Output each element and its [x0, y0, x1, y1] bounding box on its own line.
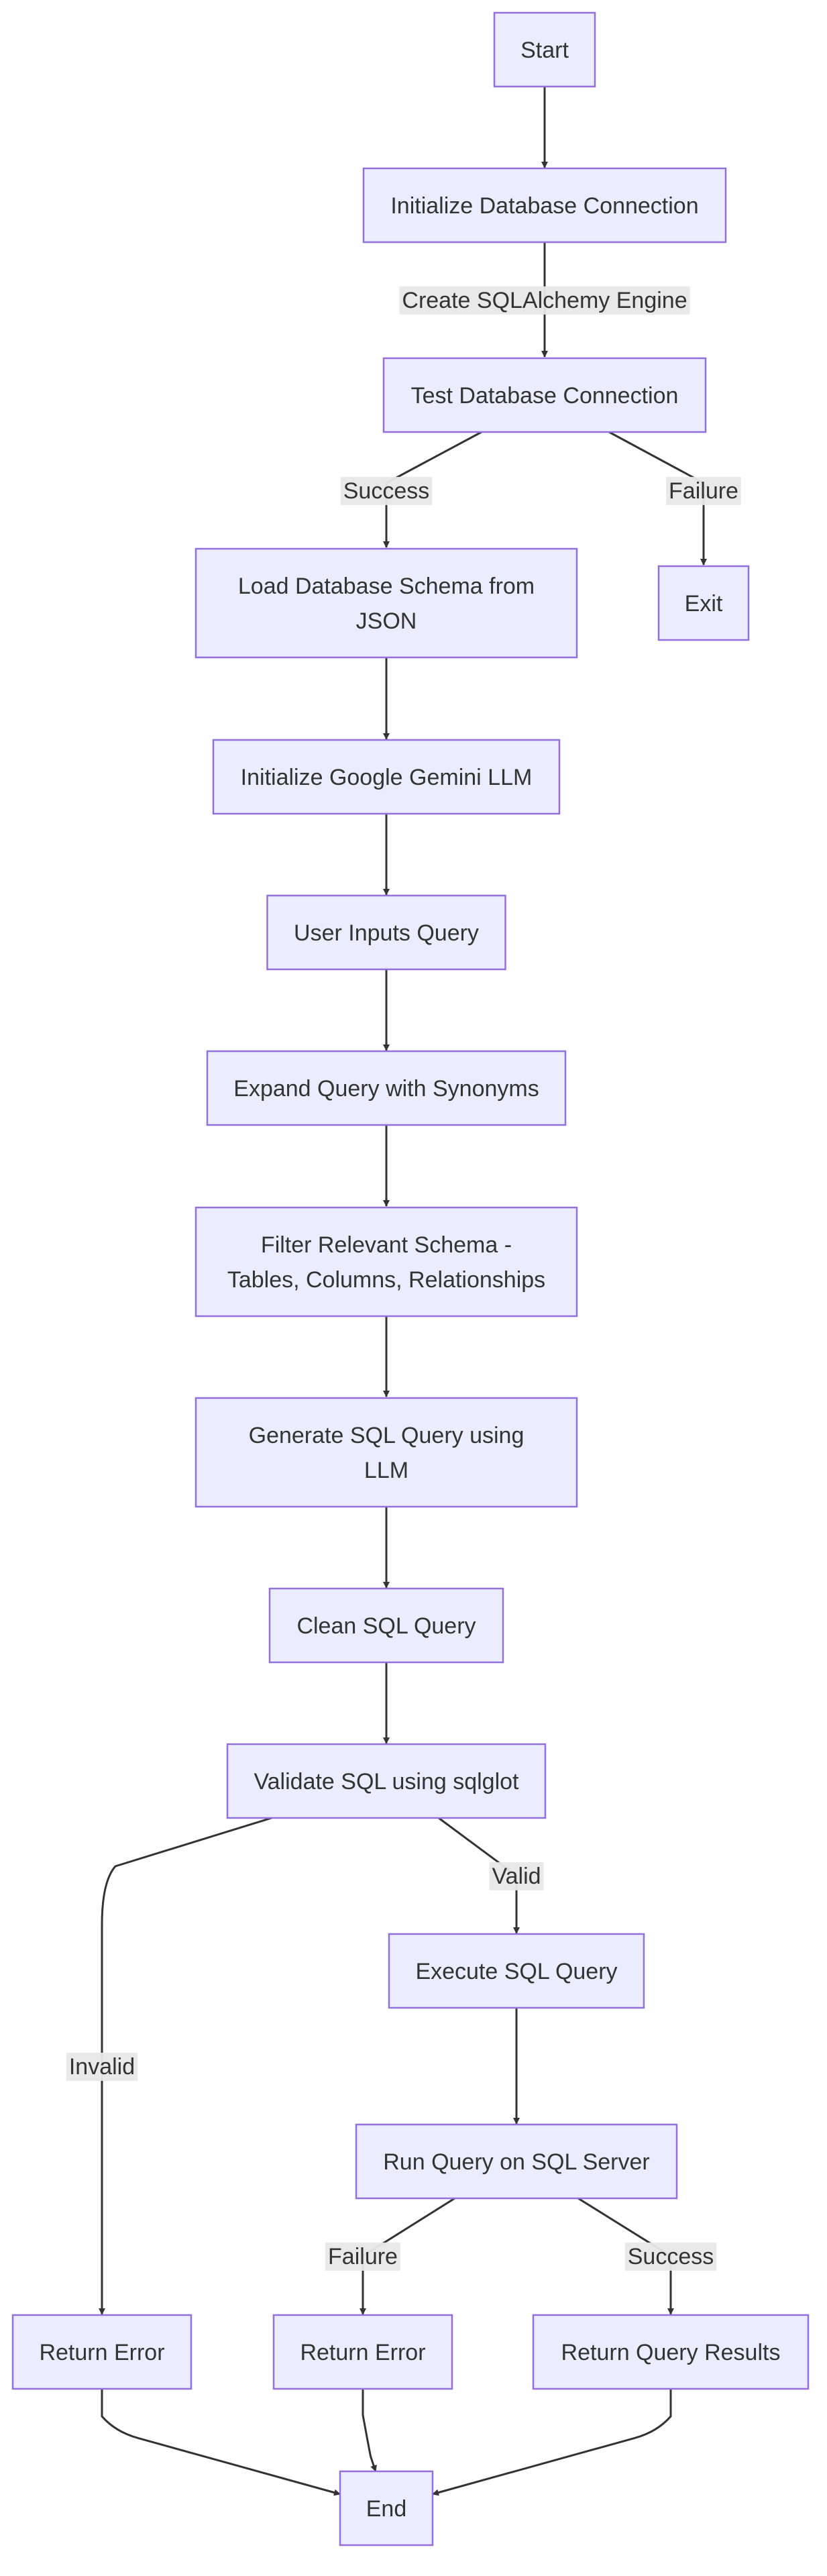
node-box [195, 1206, 578, 1318]
node-box [266, 894, 506, 971]
edge-label-background [489, 1862, 544, 1890]
node-expand-query: Expand Query with Synonyms [206, 1050, 567, 1126]
node-return-results: Return Query Results [532, 2314, 810, 2390]
node-label: Return Query Results [561, 2340, 781, 2365]
node-return-error-2: Return Error [272, 2314, 453, 2390]
edge-return-results-to-end [432, 2389, 672, 2496]
node-box [493, 11, 596, 88]
edge-label-text: Success [343, 478, 430, 504]
node-box [532, 2314, 810, 2390]
node-box [195, 547, 578, 659]
edge-label-background [325, 2242, 400, 2271]
node-box [657, 565, 750, 641]
node-box [272, 2314, 453, 2390]
node-label: Filter Relevant Schema - [261, 1232, 512, 1258]
node-label: Generate SQL Query using [249, 1423, 525, 1448]
node-box [206, 1050, 567, 1126]
edge-label: Invalid [66, 2052, 138, 2081]
node-label: Start [520, 38, 569, 63]
node-label: Tables, Columns, Relationships [227, 1267, 545, 1293]
edge-label-text: Valid [492, 1864, 541, 1889]
node-box [382, 357, 707, 433]
node-box [388, 1933, 645, 2009]
node-end: End [339, 2470, 434, 2546]
node-label: Exit [685, 591, 723, 616]
node-label: Return Error [39, 2340, 164, 2365]
edge-label-text: Invalid [69, 2054, 135, 2080]
node-label: JSON [356, 608, 417, 634]
edge-label-background [66, 2052, 138, 2081]
node-label: Initialize Database Connection [390, 193, 698, 219]
node-clean-sql: Clean SQL Query [268, 1587, 504, 1664]
node-label: LLM [364, 1458, 408, 1483]
edge-label: Failure [666, 476, 741, 505]
node-exit: Exit [657, 565, 750, 641]
node-init-llm: Initialize Google Gemini LLM [212, 739, 561, 815]
node-run-query: Run Query on SQL Server [355, 2123, 678, 2200]
node-label: Test Database Connection [411, 383, 679, 409]
node-user-query: User Inputs Query [266, 894, 506, 971]
node-box [212, 739, 561, 815]
node-execute-sql: Execute SQL Query [388, 1933, 645, 2009]
edge-label: Failure [325, 2242, 400, 2271]
edge-label-background [340, 476, 433, 505]
edge-return-error-1-to-end [101, 2389, 341, 2496]
node-label: Initialize Google Gemini LLM [241, 765, 533, 790]
edge-label-text: Create SQLAlchemy Engine [402, 288, 687, 313]
node-label: Execute SQL Query [415, 1959, 617, 1984]
node-label: User Inputs Query [294, 920, 479, 946]
node-box [11, 2314, 192, 2390]
edge-label: Valid [489, 1862, 544, 1890]
edge-validate-sql-to-return-error-1 [99, 1817, 272, 2315]
node-box [226, 1743, 547, 1819]
node-return-error-1: Return Error [11, 2314, 192, 2390]
edge-label-text: Failure [328, 2244, 398, 2269]
edge-label-background [666, 476, 741, 505]
node-box [195, 1397, 578, 1508]
edge-label-text: Failure [669, 478, 738, 504]
node-label: Expand Query with Synonyms [233, 1076, 539, 1102]
node-box [355, 2123, 678, 2200]
node-label: End [366, 2496, 407, 2522]
edge-return-error-2-to-end [362, 2389, 377, 2472]
node-test-db: Test Database Connection [382, 357, 707, 433]
edge-label: Success [624, 2242, 717, 2271]
node-init-db: Initialize Database Connection [362, 167, 727, 244]
edge-label-background [399, 286, 690, 315]
node-box [339, 2470, 434, 2546]
node-label: Validate SQL using sqlglot [254, 1769, 519, 1794]
node-label: Load Database Schema from [238, 574, 535, 599]
node-label: Return Error [300, 2340, 425, 2365]
edge-label: Success [340, 476, 433, 505]
node-start: Start [493, 11, 596, 88]
node-label: Run Query on SQL Server [383, 2149, 649, 2175]
edge-label-background [624, 2242, 717, 2271]
node-label: Clean SQL Query [296, 1613, 476, 1639]
node-filter-schema: Filter Relevant Schema - Tables, Columns,… [195, 1206, 578, 1318]
node-validate-sql: Validate SQL using sqlglot [226, 1743, 547, 1819]
edge-label-text: Success [628, 2244, 714, 2269]
node-box [362, 167, 727, 244]
node-box [268, 1587, 504, 1664]
edge-label: Create SQLAlchemy Engine [399, 286, 690, 315]
